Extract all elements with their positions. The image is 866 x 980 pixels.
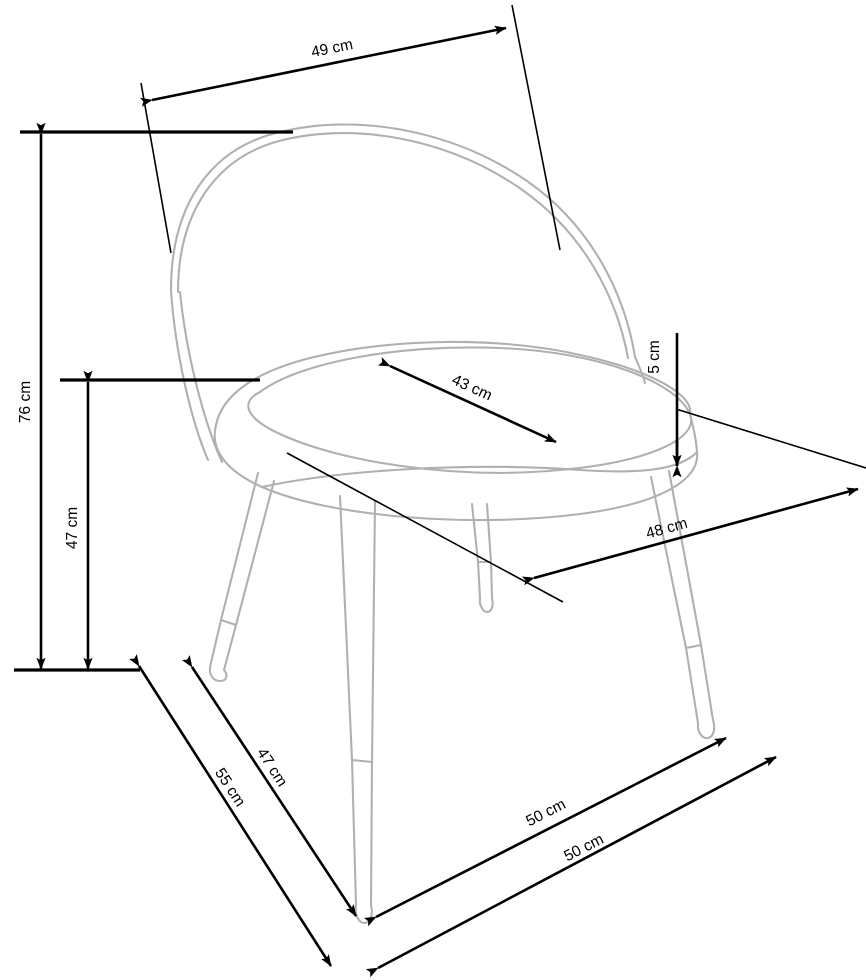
ext-seat-front-witness — [286, 452, 564, 603]
front-left-leg-cap — [354, 903, 373, 925]
extension-lines — [14, 4, 866, 672]
ext-backrest-left-witness — [140, 82, 172, 254]
front-right-leg-ferrule-line — [684, 643, 703, 650]
backrest-left-stile — [169, 288, 210, 462]
dim-label-seat-height: 47 cm — [64, 507, 81, 549]
front-left-leg-ferrule-line — [350, 758, 374, 764]
rear-right-leg-cap — [478, 596, 494, 614]
dimension-lines — [36, 25, 859, 978]
rear-right-leg-edge — [485, 502, 494, 600]
chair-illustration — [169, 123, 716, 925]
dim-line-base-width-outer — [365, 755, 777, 978]
rear-left-leg-ferrule-line — [219, 618, 238, 627]
front-left-leg-edge — [369, 499, 377, 907]
dim-line-backrest-width — [140, 25, 507, 107]
dimension-labels: 49 cm 76 cm 47 cm 43 cm 5 cm 48 cm 47 cm… — [17, 36, 689, 865]
dim-label-base-width-inner: 50 cm — [523, 796, 568, 830]
rear-left-leg-cap — [208, 665, 228, 683]
dim-label-backrest-width: 49 cm — [310, 36, 355, 61]
backrest-shell-inner — [176, 132, 630, 360]
dim-label-seat-thickness: 5 cm — [646, 340, 663, 374]
seat-top-surface — [247, 346, 693, 474]
front-right-leg-cap — [696, 718, 716, 740]
dim-label-seat-depth: 43 cm — [449, 371, 494, 404]
dim-line-seat-depth — [377, 357, 557, 444]
rear-right-leg — [470, 502, 482, 600]
dim-line-base-width-inner — [363, 736, 727, 927]
backrest-right-stile — [633, 355, 647, 385]
dim-line-seat-width — [521, 487, 859, 586]
ext-backrest-right-witness — [511, 4, 561, 251]
backrest-shell-outer — [169, 123, 637, 359]
dim-label-total-height: 76 cm — [17, 381, 34, 423]
dim-line-base-depth-outer — [129, 654, 333, 967]
seat-underside — [260, 450, 699, 489]
ext-seat-right-witness — [675, 408, 866, 469]
front-right-leg — [649, 475, 700, 725]
front-left-leg — [338, 494, 358, 907]
